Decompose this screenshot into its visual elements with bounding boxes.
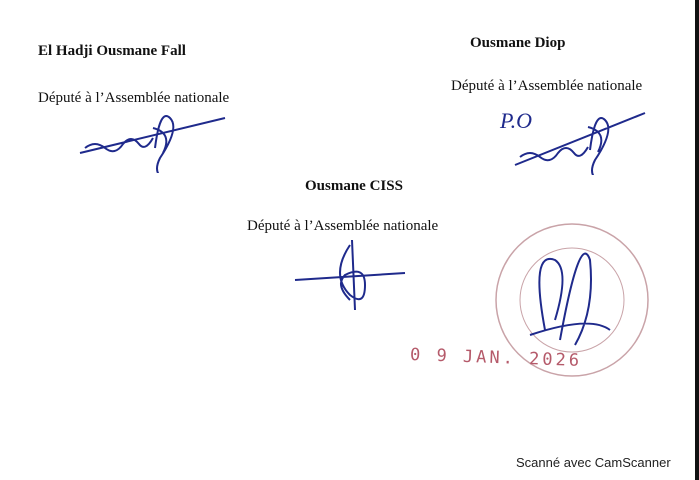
signatory-role-3: Député à l’Assemblée nationale bbox=[247, 218, 439, 234]
po-annotation: P.O bbox=[500, 108, 532, 133]
signature-2 bbox=[514, 112, 646, 175]
scan-edge bbox=[695, 0, 699, 480]
signatory-name-3: Ousmane CISS bbox=[305, 178, 403, 194]
official-seal bbox=[495, 223, 649, 377]
signatory-role-2: Député à l’Assemblée nationale bbox=[451, 78, 643, 94]
signatory-name-2: Ousmane Diop bbox=[470, 35, 566, 51]
signatory-name-1: El Hadji Ousmane Fall bbox=[38, 43, 186, 59]
signatory-role-1: Député à l’Assemblée nationale bbox=[38, 90, 230, 106]
signature-3 bbox=[294, 239, 406, 311]
signature-1 bbox=[79, 115, 226, 173]
scanner-watermark: Scanné avec CamScanner bbox=[516, 455, 671, 470]
